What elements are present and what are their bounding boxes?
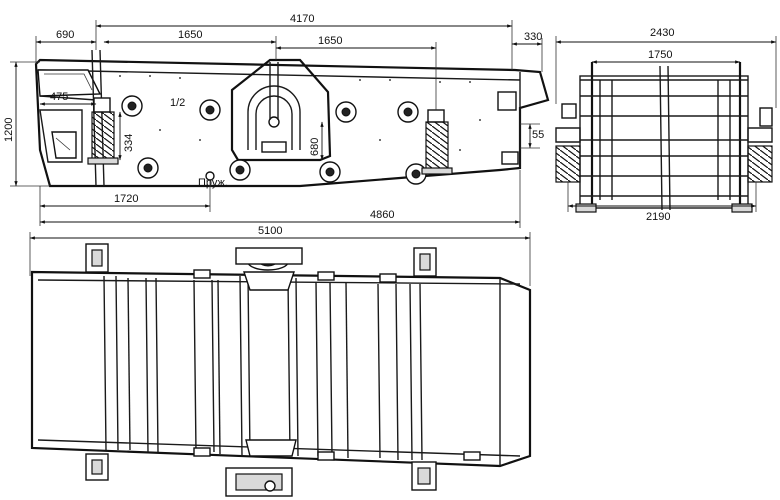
plan-outline: [30, 270, 532, 468]
left-end-box: [39, 109, 83, 163]
dim-spring-span-2: 1650: [318, 35, 342, 47]
end-left-spring: [555, 145, 581, 183]
plan-cross-members: [103, 275, 501, 466]
spring-annotation: Пруж.: [198, 177, 228, 189]
right-end-block: [497, 91, 517, 111]
dim-spring-span-1: 1650: [178, 29, 202, 41]
dim-inner-left: 475: [50, 91, 68, 103]
body-rivets: [119, 75, 481, 151]
dim-drive-h: 680: [309, 138, 321, 156]
dim-height: 1200: [3, 118, 15, 142]
plan-drive-shaft: [239, 253, 299, 457]
drive-annotation: 1/2: [170, 97, 185, 109]
dim-overall-top: 4170: [290, 13, 314, 25]
bearing-mounts: [121, 95, 427, 185]
upper-frame-line: [37, 69, 521, 81]
plan-spring-mounts: [85, 243, 437, 491]
dim-spring-h: 334: [123, 134, 135, 152]
side-elevation-view: Пруж. 1/2 4170 690 1650 1650 330 1200 47…: [3, 13, 550, 228]
dim-right-small: 55: [532, 129, 544, 141]
drive-shaft: [268, 116, 280, 128]
plan-vibrator-bottom: [225, 467, 293, 497]
dim-plan-length: 5100: [258, 225, 282, 237]
plan-view: 5100: [29, 225, 532, 497]
dim-base-left: 1720: [114, 193, 138, 205]
dim-side-base: 2190: [646, 211, 670, 223]
end-view: 2430 1750 2190: [555, 27, 777, 223]
dim-right-offset: 330: [524, 31, 542, 43]
plan-side-brackets: [193, 269, 481, 461]
dim-length: 4860: [370, 209, 394, 221]
inlet-chute: [37, 69, 102, 97]
dim-side-inner: 1750: [648, 49, 672, 61]
plan-vibrator-top: [235, 247, 303, 265]
dim-side-width: 2430: [650, 27, 674, 39]
dim-left-offset: 690: [56, 29, 74, 41]
left-spring: [87, 97, 119, 165]
right-spring: [421, 109, 453, 175]
end-right-spring: [747, 145, 773, 183]
drive-housing-arch: [230, 58, 332, 162]
